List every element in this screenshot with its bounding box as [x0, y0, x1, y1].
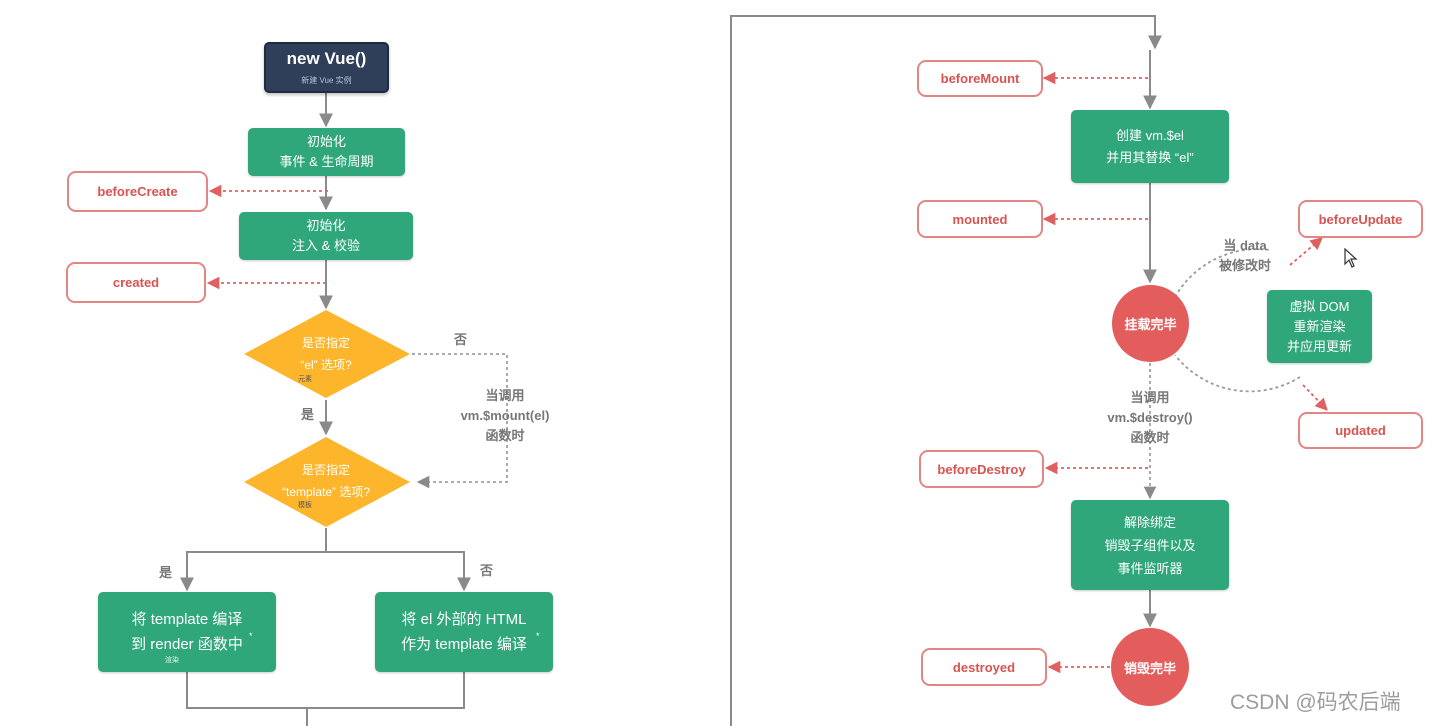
compile-outer-html-star: *: [536, 631, 540, 641]
teardown-line3: 事件监听器: [1117, 560, 1183, 576]
compile-template-tiny-note: 渲染: [165, 657, 179, 664]
virtual-dom-line3: 并应用更新: [1286, 338, 1352, 354]
decision-el-text: 是否指定 “el” 选项?: [254, 332, 398, 376]
virtual-dom-node: 虚拟 DOM 重新渲染 并应用更新: [1267, 290, 1372, 363]
hook-before-update: beforeUpdate: [1298, 200, 1423, 238]
hook-before-mount: beforeMount: [917, 60, 1043, 97]
decision-el-line2: “el” 选项?: [300, 358, 352, 372]
label-mount-call: 当调用 vm.$mount(el) 函数时: [440, 386, 570, 446]
update-cycle-arc: [1174, 248, 1301, 393]
label-no-el: 否: [454, 332, 468, 347]
hook-connectors: [206, 71, 1328, 674]
init-events-line1: 初始化: [306, 134, 346, 149]
compile-template-node: 将 template 编译 到 render 函数中: [98, 592, 276, 672]
compile-outer-html-line1: 将 el 外部的 HTML: [401, 611, 527, 628]
new-vue-title: new Vue(): [286, 49, 367, 68]
decision-template-shape: [244, 437, 410, 527]
label-yes-template: 是: [159, 565, 173, 580]
init-inject-line1: 初始化: [306, 218, 346, 233]
watermark-text: CSDN @码农后端: [1230, 691, 1401, 714]
mount-call-line1: 当调用: [485, 388, 525, 403]
destroyed-state-circle: 销毁完毕: [1111, 628, 1189, 706]
create-el-node: 创建 vm.$el 并用其替换 “el”: [1071, 110, 1229, 183]
mouse-cursor-icon: [1344, 247, 1358, 271]
label-destroy-call: 当调用 vm.$destroy() 函数时: [1085, 388, 1215, 448]
virtual-dom-line1: 虚拟 DOM: [1289, 298, 1350, 314]
label-data-changed: 当 data 被修改时: [1200, 236, 1290, 276]
hook-destroyed: destroyed: [921, 648, 1047, 686]
destroy-call-line1: 当调用: [1130, 390, 1170, 405]
create-el-line2: 并用其替换 “el”: [1106, 149, 1194, 165]
new-vue-node: new Vue() 新建 Vue 实例: [264, 42, 389, 93]
label-yes-el: 是: [301, 407, 315, 422]
virtual-dom-line2: 重新渲染: [1293, 318, 1346, 334]
no-el-dashed-path: [412, 353, 508, 489]
init-events-line2: 事件 & 生命周期: [279, 154, 374, 169]
init-inject-node: 初始化 注入 & 校验: [239, 212, 413, 260]
data-changed-line2: 被修改时: [1218, 258, 1271, 273]
hook-before-destroy: beforeDestroy: [919, 450, 1044, 488]
decision-el-shape: [244, 310, 410, 398]
label-no-template: 否: [480, 563, 494, 578]
decision-template-line2: “template” 选项?: [281, 485, 371, 499]
decision-template-tiny-note: 模板: [298, 502, 312, 509]
teardown-line1: 解除绑定: [1123, 514, 1176, 530]
init-inject-line2: 注入 & 校验: [292, 238, 360, 253]
main-flow-connectors: [180, 15, 1162, 726]
teardown-line2: 销毁子组件以及: [1104, 537, 1196, 553]
hook-before-create: beforeCreate: [67, 171, 208, 212]
teardown-node: 解除绑定 销毁子组件以及 事件监听器: [1071, 500, 1229, 590]
compile-template-line2: 到 render 函数中: [131, 636, 243, 653]
create-el-line1: 创建 vm.$el: [1116, 127, 1184, 143]
compile-template-star: *: [249, 631, 253, 641]
new-vue-subtitle: 新建 Vue 实例: [301, 76, 352, 85]
hook-updated: updated: [1298, 412, 1423, 449]
mounted-state-circle: 挂载完毕: [1112, 285, 1189, 362]
compile-outer-html-node: 将 el 外部的 HTML 作为 template 编译: [375, 592, 553, 672]
decision-template-text: 是否指定 “template” 选项?: [254, 459, 398, 503]
destroy-call-line2: vm.$destroy(): [1107, 410, 1193, 425]
mount-call-line2: vm.$mount(el): [460, 408, 550, 423]
hook-created: created: [66, 262, 206, 303]
decision-template-line1: 是否指定: [301, 463, 350, 477]
decision-el-tiny-note: 元素: [298, 376, 312, 383]
init-events-node: 初始化 事件 & 生命周期: [248, 128, 405, 176]
data-changed-line1: 当 data: [1223, 238, 1267, 253]
destroy-call-line3: 函数时: [1130, 430, 1170, 445]
decision-el-line1: 是否指定: [301, 336, 350, 350]
hook-mounted: mounted: [917, 200, 1043, 238]
mount-call-line3: 函数时: [485, 428, 525, 443]
compile-template-line1: 将 template 编译: [131, 611, 243, 628]
compile-outer-html-line2: 作为 template 编译: [401, 636, 527, 653]
